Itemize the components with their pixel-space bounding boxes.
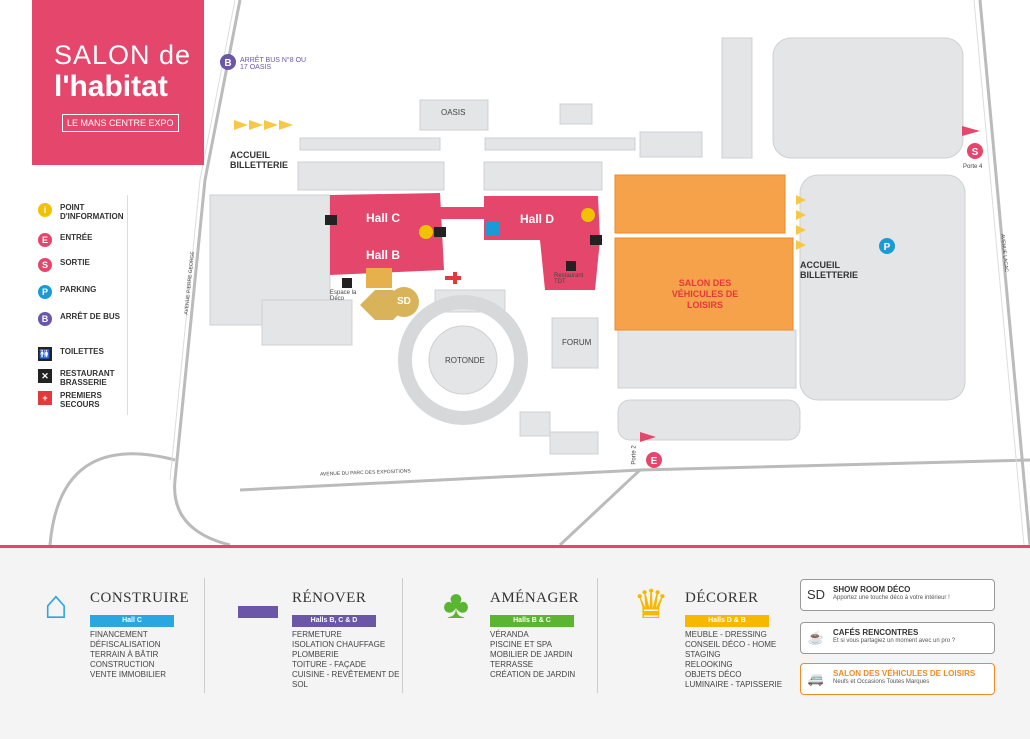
coffee-cup-icon: ☕ bbox=[807, 630, 825, 645]
legend-label: POINT D'INFORMATION bbox=[60, 203, 124, 221]
rotonde-label: ROTONDE bbox=[445, 356, 485, 365]
armchair-icon: ♛ bbox=[633, 583, 669, 627]
category-title: DÉCORER bbox=[685, 590, 759, 606]
category-title: RÉNOVER bbox=[292, 590, 367, 606]
legend-label: TOILETTES bbox=[60, 347, 104, 356]
list-item: RELOOKING bbox=[685, 660, 733, 669]
brand-line3: LE MANS CENTRE EXPO bbox=[62, 114, 179, 132]
legend-label: SORTIE bbox=[60, 258, 90, 267]
accueil-left-label: ACCUEIL BILLETTERIE bbox=[230, 150, 288, 170]
tree-icon: ♣ bbox=[442, 583, 470, 627]
list-item: CRÉATION DE JARDIN bbox=[490, 670, 576, 679]
category-hall-badge: Halls B, C & D bbox=[292, 615, 376, 627]
divider bbox=[204, 578, 205, 693]
promo-title: SHOW ROOM DÉCO bbox=[833, 585, 911, 594]
list-item: TOITURE - FAÇADE bbox=[292, 660, 367, 669]
exit-icon: S bbox=[38, 258, 52, 272]
legend-label: RESTAURANT BRASSERIE bbox=[60, 369, 115, 387]
paint-roller-icon: ▬ bbox=[238, 583, 278, 627]
info-icon: i bbox=[38, 203, 52, 217]
porte-2-label: Porte 2 bbox=[631, 445, 638, 465]
brand-logo: SALON de l'habitat LE MANS CENTRE EXPO bbox=[32, 0, 204, 165]
promo-subtitle: Et si vous partagiez un moment avec un p… bbox=[833, 638, 956, 644]
toilets-icon: 🚻 bbox=[38, 347, 52, 361]
legend: i POINT D'INFORMATION E ENTRÉE S SORTIE P PARKI… bbox=[32, 195, 128, 415]
legend-label: ARRÊT DE BUS bbox=[60, 312, 121, 321]
svg-text:S: S bbox=[972, 147, 979, 158]
svg-text:B: B bbox=[224, 58, 231, 69]
hall-c-label: Hall C bbox=[366, 211, 401, 225]
list-item: VENTE IMMOBILIER bbox=[90, 670, 167, 679]
brand-line2: l'habitat bbox=[54, 70, 168, 103]
category-title: CONSTRUIRE bbox=[90, 590, 190, 606]
hall-d-label: Hall D bbox=[520, 212, 555, 226]
bus-stop-icon: B bbox=[38, 312, 52, 326]
list-item: ISOLATION CHAUFFAGE bbox=[292, 640, 386, 649]
promo-subtitle: Neufs et Occasions Toutes Marques bbox=[833, 679, 930, 685]
sd-logo-label: SD bbox=[397, 296, 411, 307]
category-title: AMÉNAGER bbox=[490, 590, 579, 606]
salon-vehicules-label: SALON DES VÉHICULES DE LOISIRS bbox=[671, 278, 739, 310]
list-item: TERRASSE bbox=[490, 660, 534, 669]
list-item: VÉRANDA bbox=[490, 630, 529, 639]
accueil-right-label: ACCUEIL BILLETTERIE bbox=[800, 260, 858, 280]
list-item: CONSTRUCTION bbox=[90, 660, 155, 669]
hall-b-label: Hall B bbox=[366, 248, 401, 262]
svg-text:P: P bbox=[884, 242, 891, 253]
category-hall-badge: Halls D & B bbox=[685, 615, 769, 627]
list-item: PLOMBERIE bbox=[292, 650, 339, 659]
category-hall-badge: Hall C bbox=[90, 615, 174, 627]
legend-label: PARKING bbox=[60, 285, 97, 294]
sd-logo-icon: SD bbox=[807, 587, 826, 602]
list-item: TERRAIN À BÂTIR bbox=[90, 650, 159, 659]
espace-deco-label: Espace la Déco bbox=[330, 290, 357, 302]
oasis-label: OASIS bbox=[441, 108, 466, 117]
list-item: OBJETS DÉCO bbox=[685, 670, 742, 679]
porte-4-label: Porte 4 bbox=[963, 164, 983, 170]
list-item: MEUBLE - DRESSING bbox=[685, 630, 767, 639]
list-item: MOBILIER DE JARDIN bbox=[490, 650, 573, 659]
restaurant-icon: ✕ bbox=[38, 369, 52, 383]
brand-line1: SALON de bbox=[54, 40, 192, 70]
promo-subtitle: Apportez une touche déco à votre intérie… bbox=[833, 595, 950, 601]
house-icon: ⌂ bbox=[43, 583, 69, 627]
divider bbox=[597, 578, 598, 693]
promo-title: SALON DES VÉHICULES DE LOISIRS bbox=[833, 669, 976, 678]
list-item: CONSEIL DÉCO - HOME STAGING bbox=[685, 640, 777, 659]
forum-label: FORUM bbox=[562, 338, 592, 347]
promo-title: CAFÉS RENCONTRES bbox=[833, 628, 919, 637]
list-item: PISCINE ET SPA bbox=[490, 640, 552, 649]
first-aid-icon: + bbox=[38, 391, 52, 405]
list-item: DÉFISCALISATION bbox=[90, 640, 161, 649]
list-item: FERMETURE bbox=[292, 630, 342, 639]
entry-icon: E bbox=[38, 233, 52, 247]
list-item: FINANCEMENT bbox=[90, 630, 148, 639]
legend-label: ENTRÉE bbox=[60, 233, 93, 242]
legend-label: PREMIERS SECOURS bbox=[60, 391, 102, 409]
divider bbox=[402, 578, 403, 693]
category-hall-badge: Halls B & C bbox=[490, 615, 574, 627]
list-item: CUISINE - REVÊTEMENT DE SOL bbox=[292, 670, 400, 689]
svg-text:E: E bbox=[651, 456, 658, 467]
restaurant-tdt-label: Restaurant TDT bbox=[554, 273, 584, 285]
camper-icon: 🚐 bbox=[807, 671, 825, 686]
site-map: B P E S bbox=[48, 0, 1030, 545]
parking-icon: P bbox=[38, 285, 52, 299]
list-item: LUMINAIRE - TAPISSERIE bbox=[685, 680, 783, 689]
bus-stop-label: ARRÊT BUS N°8 OU 17 OASIS bbox=[240, 57, 307, 71]
